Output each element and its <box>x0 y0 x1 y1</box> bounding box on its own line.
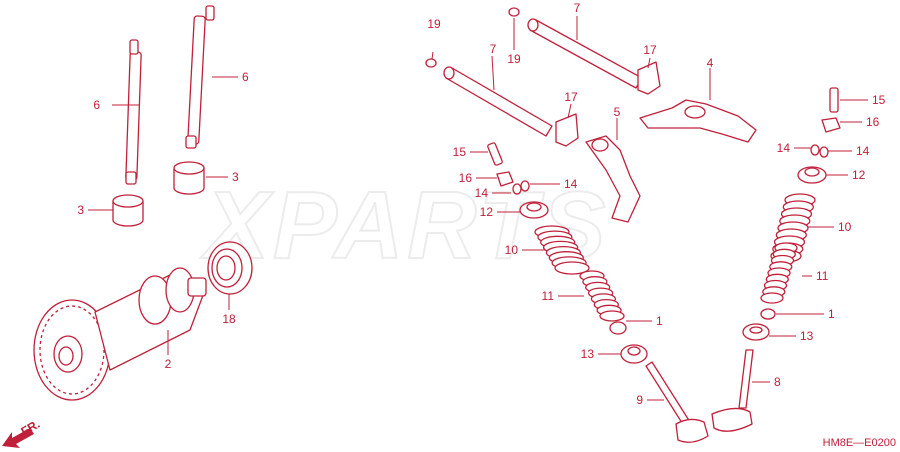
callout-10-right: 10 <box>838 220 852 234</box>
callout-19-upper: 19 <box>507 52 521 66</box>
rocker-shaft-upper <box>527 18 643 89</box>
spring-coil <box>554 261 590 275</box>
callout-11-right: 11 <box>816 269 829 283</box>
lock-nut-right <box>821 117 841 133</box>
valve-stem-seal-right <box>760 308 776 320</box>
spring-coil <box>760 292 784 304</box>
valve-cotters-left <box>512 180 530 195</box>
push-rod-right <box>185 5 215 149</box>
callout-labels: 6 6 3 3 18 2 19 19 7 7 17 17 4 5 15 16 1… <box>77 1 885 407</box>
callout-16-right: 16 <box>866 115 880 129</box>
spring-retainer-right <box>797 166 827 184</box>
rocker-arm-right <box>639 99 757 143</box>
callout-15-left: 15 <box>453 145 467 159</box>
outer-valve-spring-left <box>534 225 590 275</box>
callout-4: 4 <box>707 56 714 70</box>
spring-seat-left <box>620 344 648 364</box>
exhaust-valve <box>711 349 754 432</box>
callout-14-right-b: 14 <box>856 144 870 158</box>
callout-7-upper: 7 <box>574 1 581 15</box>
front-arrow-icon <box>2 428 34 448</box>
callout-6-left: 6 <box>93 98 100 112</box>
callout-13-left: 13 <box>581 347 595 361</box>
rocker-arm-left <box>585 135 641 223</box>
callout-18: 18 <box>222 312 236 326</box>
callout-9: 9 <box>636 393 643 407</box>
callout-14-left-a: 14 <box>475 186 489 200</box>
push-rod-left <box>125 39 142 185</box>
callout-11-left: 11 <box>542 289 555 303</box>
callout-15-right: 15 <box>872 93 886 107</box>
callout-17-upper: 17 <box>643 43 657 57</box>
callout-5: 5 <box>614 105 621 119</box>
drawing-code: HM8E—E0200 <box>823 437 896 449</box>
valve-cotters-right <box>810 144 829 158</box>
callout-7-lower: 7 <box>490 42 497 56</box>
callout-1-right: 1 <box>828 307 835 321</box>
adjuster-screw-left <box>487 142 503 166</box>
tappet-left <box>112 194 144 227</box>
spring-coil <box>599 310 625 322</box>
clip-upper <box>508 7 520 17</box>
clip-lower <box>425 58 437 68</box>
callout-12-left: 12 <box>480 205 494 219</box>
valve-stem-seal-left <box>609 321 627 335</box>
inner-valve-spring-right <box>760 242 798 304</box>
callout-14-left-b: 14 <box>564 177 578 191</box>
callout-19-lower: 19 <box>427 17 441 31</box>
watermark: XPARTS <box>200 172 610 279</box>
rocker-shaft-lower <box>443 66 553 137</box>
intake-valve <box>645 361 709 443</box>
leader-lines <box>88 16 868 401</box>
callout-14-right-a: 14 <box>777 141 791 155</box>
inner-valve-spring-left <box>579 270 625 322</box>
tappet-right <box>173 161 205 195</box>
callout-3-left: 3 <box>77 203 84 217</box>
callout-10-left: 10 <box>505 243 519 257</box>
camshaft <box>33 267 207 401</box>
callout-8: 8 <box>774 375 781 389</box>
callout-3-right: 3 <box>232 170 239 184</box>
camshaft-bearing <box>207 241 253 295</box>
callout-12-right: 12 <box>852 168 866 182</box>
shaft-plate-upper <box>637 61 661 95</box>
spring-seat-right <box>742 323 770 341</box>
callout-17-lower: 17 <box>564 90 578 104</box>
callout-6-right: 6 <box>242 70 249 84</box>
adjuster-screw-right <box>829 87 839 113</box>
shaft-plate-lower <box>555 113 579 147</box>
lock-nut-left <box>496 171 514 187</box>
callout-13-right: 13 <box>800 329 814 343</box>
callout-16-left: 16 <box>459 171 473 185</box>
front-direction-marker: FR. <box>2 417 42 448</box>
spring-retainer-left <box>519 201 549 219</box>
callout-2: 2 <box>165 357 172 371</box>
callout-1-left: 1 <box>656 314 663 328</box>
